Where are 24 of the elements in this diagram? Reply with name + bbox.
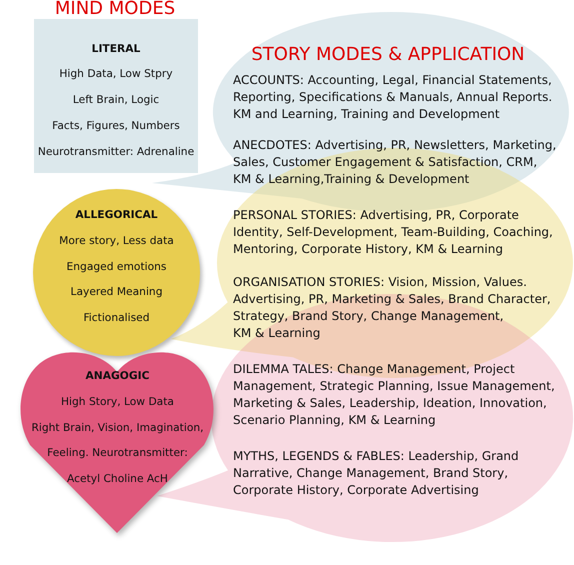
mode-trait: Facts, Figures, Numbers [52,118,180,133]
mode-trait: Right Brain, Vision, Imagination, [31,420,204,434]
mode-trait: High Story, Low Data [61,394,174,409]
mode-trait: Acetyl Choline AcH [67,472,168,486]
mode-trait: Feeling. Neurotransmitter: [47,446,188,460]
mode-trait: Layered Meaning [70,285,162,300]
mode-trait: More story, Less data [59,234,174,248]
section-title: MIND MODES [54,0,176,18]
mode-trait: Fictionalised [83,311,150,325]
story-mode-text: ACCOUNTS: Accounting, Legal, Financial Statements, Reporting, Specifications & Manuals, Annual Reports. KM and Learning, Training and Development [233,72,552,122]
mode-trait: High Data, Low Stpry [59,67,173,82]
story-mode-text: PERSONAL STORIES: Advertising, PR, Corporate Identity, Self-Development, Team-Building, Coaching, Mentoring, Corporate History, KM & Learning [233,206,553,258]
mode-card [34,19,198,173]
story-mode-text: MYTHS, LEGENDS & FABLES: Leadership, Grand Narrative, Change Management, Brand Story, Corporate History, Corporate Advertising [233,448,519,498]
mode-trait: Neurotransmitter: Adrenaline [38,144,194,158]
story-mode-text: ORGANISATION STORIES: Vision, Mission, Values. Advertising, PR, Marketing & Sales, Brand Character, Strategy, Brand Story, Change Management, KM & Learning [233,274,551,342]
mode-trait: Left Brain, Logic [72,93,160,107]
mode-heading: LITERAL [92,42,140,56]
mode-heading: ANAGOGIC [86,369,150,383]
story-mode-text: DILEMMA TALES: Change Management, Project Management, Strategic Planning, Issue Management, Marketing & Sales, Leadership, Ideation, Innovation, Scenario Planning, KM & Learning [233,360,555,428]
section-title: STORY MODES & APPLICATION [251,46,525,64]
story-mode-text: ANECDOTES: Advertising, PR, Newsletters, Marketing, Sales, Customer Engagement & Satisfaction, CRM, KM & Learning,Training & Development [233,136,556,188]
mode-heading: ALLEGORICAL [75,208,158,222]
mode-trait: Engaged emotions [66,260,166,274]
